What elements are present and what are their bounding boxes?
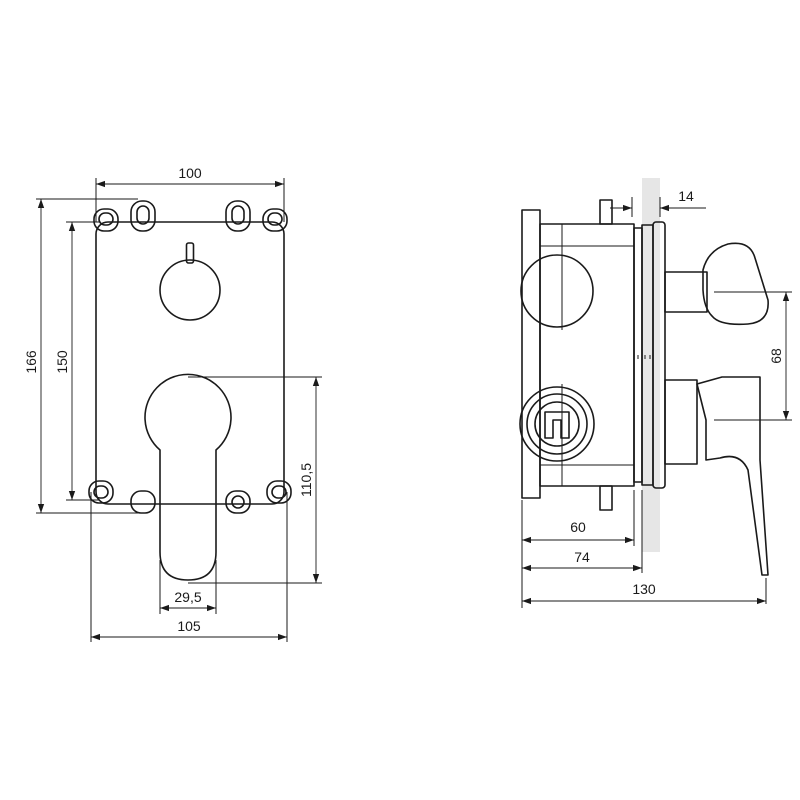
- mounting-lugs: [88, 200, 292, 514]
- diverter-indicator: [185, 242, 195, 264]
- cover-plate: [95, 221, 285, 505]
- dim-outlet-spacing: 68: [768, 348, 784, 364]
- mixer-lever: [144, 373, 232, 581]
- diverter-knob-side: [664, 242, 769, 326]
- dim-depth-body: 60: [570, 519, 586, 535]
- dim-wall-thickness: 14: [678, 188, 694, 204]
- dim-depth-total: 130: [632, 581, 656, 597]
- wall-section: [642, 178, 660, 552]
- dim-width-bottom: 105: [177, 618, 201, 634]
- dim-height-outer: 166: [23, 350, 39, 374]
- mounting-box: [520, 199, 666, 511]
- dim-depth-min: 74: [574, 549, 590, 565]
- dim-width-top: 100: [178, 165, 202, 181]
- dim-handle-width: 29,5: [174, 589, 201, 605]
- dim-height-inner: 150: [54, 350, 70, 374]
- cartridge-fitting: [519, 386, 595, 462]
- front-extension-lines: [36, 178, 322, 642]
- dim-handle-height: 110,5: [298, 463, 314, 497]
- diverter-knob: [159, 259, 221, 321]
- side-view: 14 68 60 74 130: [519, 178, 792, 608]
- side-port-circle: [520, 254, 594, 328]
- front-view: 100 166 150 110,5 29,5 105: [23, 165, 322, 642]
- mixer-lever-side: [664, 376, 769, 576]
